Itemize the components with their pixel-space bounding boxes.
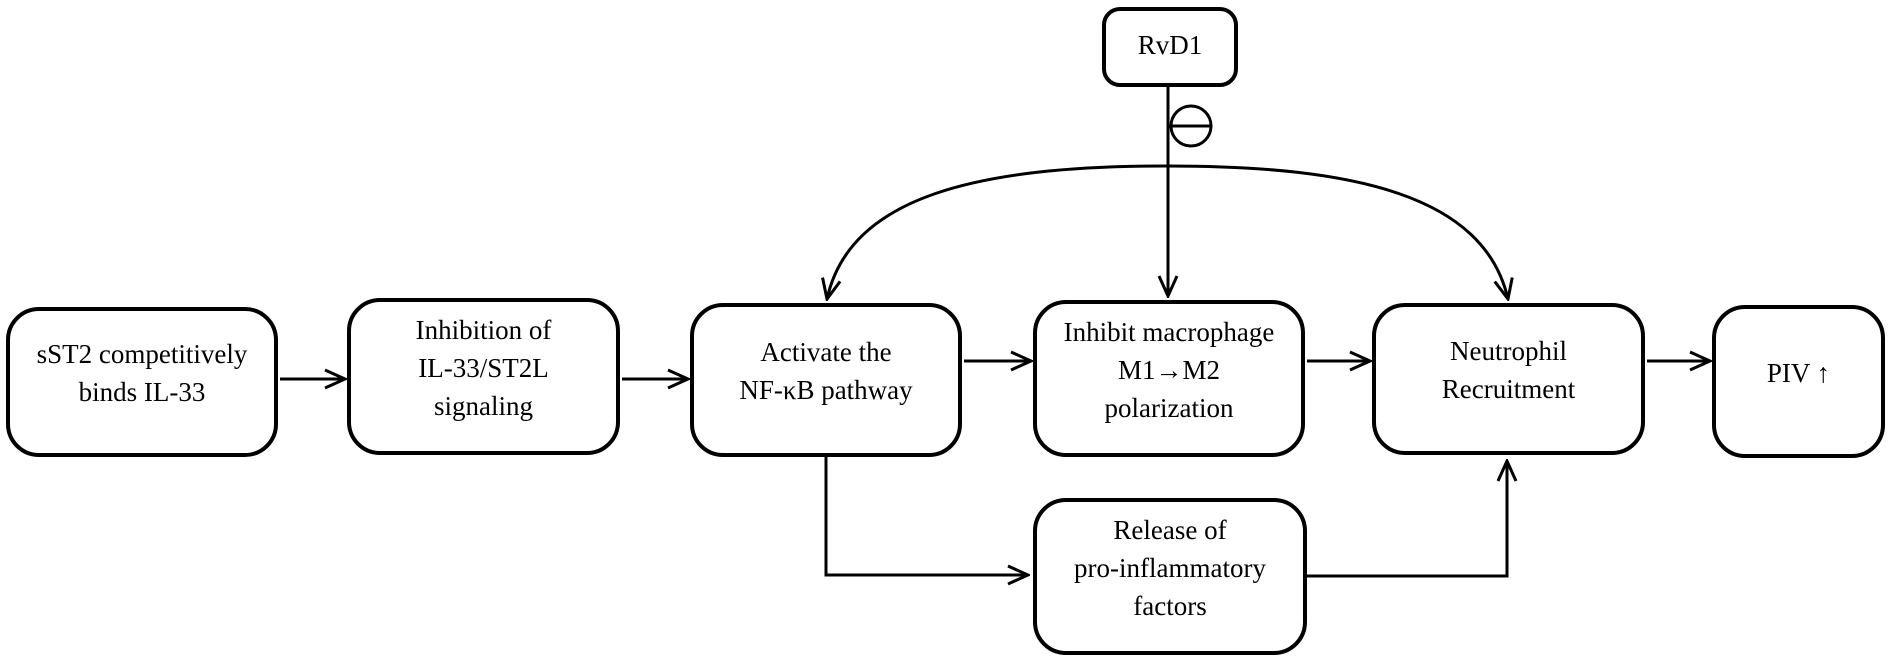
- node-rvd1: RvD1: [1102, 7, 1238, 87]
- arrow-nfkb-to-release: [824, 457, 1028, 575]
- node-neutrophil-recruitment: Neutrophil Recruitment: [1372, 303, 1645, 455]
- node-release-label: Release of pro-inflammatory factors: [1074, 514, 1266, 621]
- node-piv-label: PIV ↑: [1766, 357, 1831, 388]
- inhibition-minus-icon: [1169, 104, 1213, 148]
- arrow-rvd1-curve-nfkb-neutrophil: [827, 164, 1508, 299]
- node-piv: PIV ↑: [1712, 305, 1885, 458]
- node-sst2-label: sST2 competitively binds IL-33: [36, 339, 248, 407]
- node-macrophage-label: Inhibit macrophage M1→M2 polarization: [1063, 316, 1275, 423]
- node-rvd1-label: RvD1: [1137, 30, 1203, 60]
- node-sst2: sST2 competitively binds IL-33: [6, 307, 278, 457]
- node-il33-label: Inhibition of IL-33/ST2L signaling: [415, 314, 552, 421]
- node-macrophage-polarization: Inhibit macrophage M1→M2 polarization: [1033, 300, 1305, 457]
- node-release-factors: Release of pro-inflammatory factors: [1033, 498, 1307, 655]
- node-nfkb-label: Activate the NF-κB pathway: [739, 337, 913, 405]
- node-il33-signaling: Inhibition of IL-33/ST2L signaling: [347, 298, 620, 455]
- node-nfkb-pathway: Activate the NF-κB pathway: [690, 303, 962, 457]
- node-neutrophil-label: Neutrophil Recruitment: [1441, 336, 1576, 404]
- arrow-release-to-neutrophil: [1307, 461, 1507, 578]
